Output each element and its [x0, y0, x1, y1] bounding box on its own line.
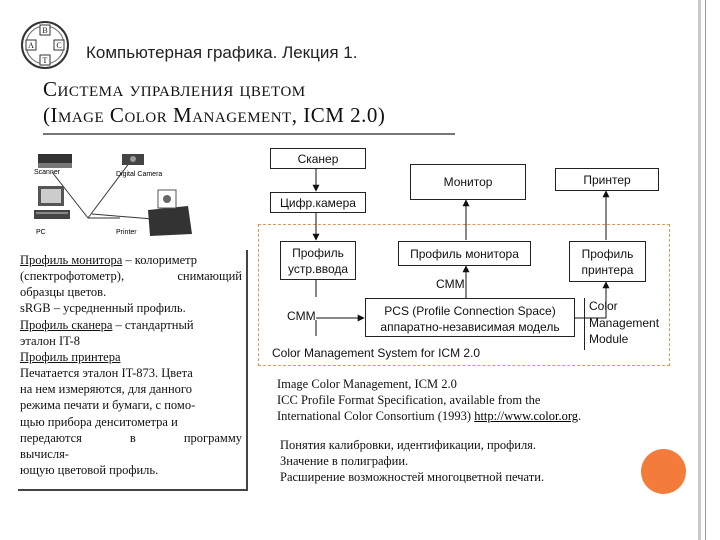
left-line-10: режима печати и бумаги, с помо-	[20, 398, 196, 412]
left-line-2: (спектрофотометр),снимающий	[20, 269, 242, 283]
color-management-module: Color Management Module	[584, 298, 664, 350]
reference-line-3: International Color Consortium (1993) ht…	[277, 409, 582, 423]
left-line-5: Профиль сканера – стандартный	[20, 318, 194, 332]
device-label-printer: Printer	[116, 229, 137, 236]
left-line-6: эталон IT-8	[20, 334, 81, 348]
logo-letter-bottom: T	[43, 56, 48, 65]
reference-line-1: Image Color Management, ICM 2.0	[277, 377, 457, 391]
note-line-1: Понятия калибровки, идентификации, профи…	[280, 438, 537, 452]
left-text-frame	[18, 250, 248, 491]
note-line-2: Значение в полиграфии.	[280, 454, 409, 468]
printer-box: Принтер	[555, 168, 659, 191]
camera-box: Цифр.камера	[270, 192, 366, 213]
logo-letter-right: C	[56, 41, 61, 50]
lecture-header: Компьютерная графика. Лекция 1.	[86, 43, 358, 62]
cmm-label-top: CMM	[436, 277, 465, 291]
device-collage-image: Scanner Digital Camera PC Printer	[34, 154, 192, 236]
university-logo: B A C T	[21, 21, 69, 69]
device-label-scanner: Scanner	[34, 169, 61, 176]
note-line-3: Расширение возможностей многоцветной печ…	[280, 470, 545, 484]
left-line-11: щью прибора денситометра и	[20, 415, 178, 429]
logo-letter-left: A	[28, 41, 34, 50]
right-border-thin	[705, 0, 706, 540]
scanner-box: Сканер	[270, 148, 366, 169]
left-line-8: Печатается эталон IT-873. Цвета	[20, 366, 193, 380]
left-line-4: sRGB – усредненный профиль.	[20, 301, 186, 315]
pcs-box: PCS (Profile Connection Space)аппаратно-…	[365, 298, 575, 337]
left-line-3: образцы цветов.	[20, 285, 107, 299]
slide-title-line2: (Image Color Management, ICM 2.0)	[43, 103, 386, 127]
left-line-9: на нем измеряются, для данного	[20, 382, 192, 396]
right-border-thick	[698, 0, 701, 540]
left-line-14: ющую цветовой профиль.	[20, 463, 159, 477]
cms-dashed-frame	[258, 224, 670, 366]
device-label-pc: PC	[36, 229, 46, 236]
reference-line-2: ICC Profile Format Specification, availa…	[277, 393, 541, 407]
cms-label: Color Management System for ICM 2.0	[272, 346, 481, 360]
left-line-1: Профиль монитора – колориметр	[20, 253, 198, 267]
device-label-camera: Digital Camera	[116, 171, 162, 178]
printer-icon	[148, 206, 192, 236]
title-underline	[43, 133, 455, 135]
left-line-7: Профиль принтера	[20, 350, 121, 364]
monitor-box: Монитор	[410, 164, 526, 200]
left-line-13: вычисля-	[20, 447, 69, 461]
color-org-link[interactable]: http://www.color.org	[474, 409, 579, 423]
slide-title-line1: Система управления цветом	[43, 77, 306, 101]
logo-letter-top: B	[42, 26, 47, 35]
orange-circle-decoration	[641, 449, 686, 494]
scanner-icon	[38, 154, 72, 163]
monitor-profile-box: Профиль монитора	[398, 241, 531, 266]
cmm-label-left: CMM	[287, 309, 316, 323]
